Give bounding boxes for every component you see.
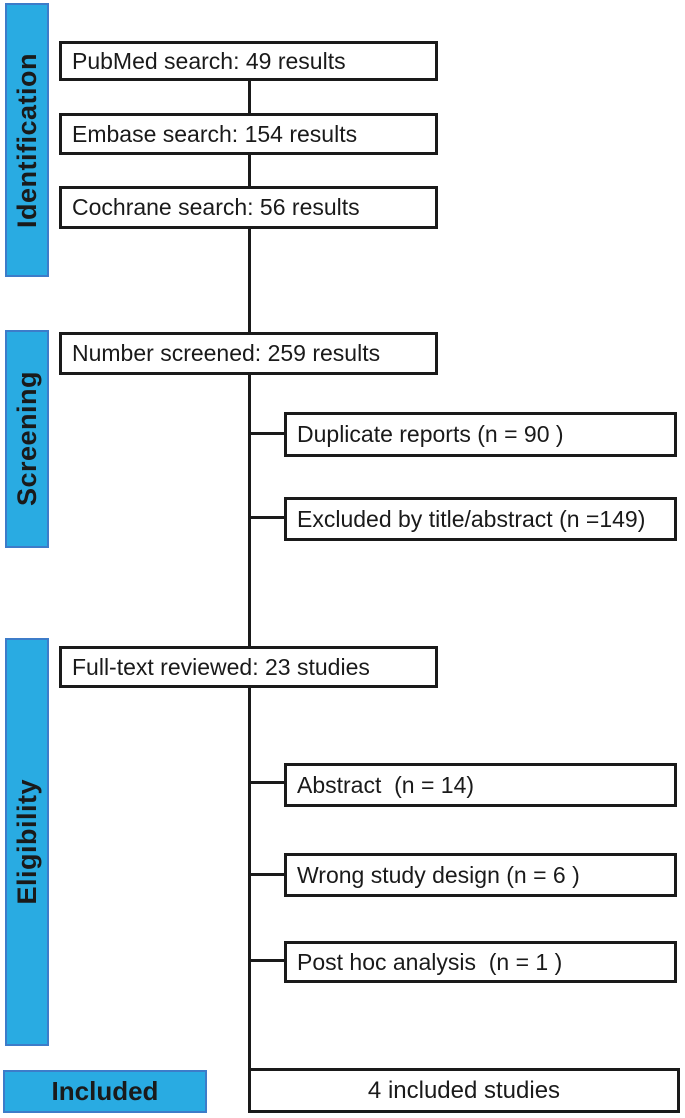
box-pubmed-search-label: PubMed search: 49 results [72,47,346,74]
box-excluded-title-abstract-label: Excluded by title/abstract (n =149) [297,505,646,532]
connector-stub-wrong-design [249,873,285,876]
box-abstract-excluded: Abstract (n = 14) [284,763,677,807]
box-number-screened-label: Number screened: 259 results [72,340,381,366]
stage-screening-label: Screening [11,371,42,507]
stage-identification: Identification [5,3,49,277]
stage-included: Included [3,1070,207,1113]
connector-stub-abstract [249,781,285,784]
connector-stub-excluded-title-abstract [249,516,285,519]
connector-stub-post-hoc [249,959,285,962]
stage-eligibility-label: Eligibility [11,779,42,905]
connector-stub-duplicate [249,432,285,435]
stage-eligibility: Eligibility [5,638,49,1046]
box-wrong-study-design: Wrong study design (n = 6 ) [284,853,677,897]
box-pubmed-search: PubMed search: 49 results [59,41,438,81]
box-embase-search: Embase search: 154 results [59,113,438,155]
box-duplicate-reports-label: Duplicate reports (n = 90 ) [297,421,564,447]
box-excluded-title-abstract: Excluded by title/abstract (n =149) [284,497,677,541]
stage-identification-label: Identification [11,52,42,228]
box-embase-search-label: Embase search: 154 results [72,120,358,147]
box-included-studies: 4 included studies [248,1068,680,1113]
box-cochrane-search-label: Cochrane search: 56 results [72,194,360,220]
box-wrong-study-design-label: Wrong study design (n = 6 ) [297,861,580,888]
box-cochrane-search: Cochrane search: 56 results [59,186,438,229]
box-duplicate-reports: Duplicate reports (n = 90 ) [284,412,677,457]
box-abstract-excluded-label: Abstract (n = 14) [297,771,475,798]
box-post-hoc-analysis: Post hoc analysis (n = 1 ) [284,941,677,983]
box-fulltext-reviewed: Full-text reviewed: 23 studies [59,646,438,688]
box-post-hoc-analysis-label: Post hoc analysis (n = 1 ) [297,948,563,975]
stage-screening: Screening [5,330,49,548]
connector-main-vertical [248,78,251,1068]
box-included-studies-label: 4 included studies [367,1076,561,1104]
box-number-screened: Number screened: 259 results [59,332,438,375]
stage-included-label: Included [51,1076,159,1106]
box-fulltext-reviewed-label: Full-text reviewed: 23 studies [72,653,370,680]
